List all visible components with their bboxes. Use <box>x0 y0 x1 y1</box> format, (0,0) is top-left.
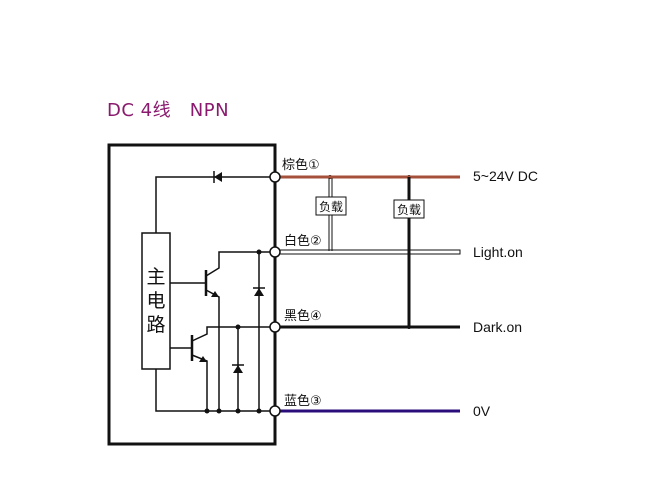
terminal-brown <box>269 171 281 183</box>
load-2-box <box>393 199 425 219</box>
main-circuit-char-1: 主 <box>146 266 165 288</box>
transistor-upper-arrow-icon <box>211 291 219 297</box>
transistor-lower-arrow-icon <box>199 356 207 362</box>
wire-label-white: 白色② <box>284 233 322 249</box>
output-label-0v: 0V <box>473 403 491 419</box>
ground-return-line <box>155 369 275 412</box>
terminal-white <box>269 246 281 258</box>
wire-label-brown: 棕色① <box>282 157 320 173</box>
transistor-lower-icon <box>170 326 275 411</box>
output-label-light-on: Light.on <box>473 244 523 260</box>
terminals <box>269 171 281 417</box>
output-label-dark-on: Dark.on <box>473 319 522 335</box>
terminal-blue <box>269 405 281 417</box>
supply-diode-icon <box>213 171 222 183</box>
wire-label-blue: 蓝色③ <box>284 393 322 409</box>
main-circuit-char-2: 电 <box>146 290 165 312</box>
load-1-box <box>315 196 347 216</box>
sensor-housing <box>107 143 277 446</box>
diode-upper-icon <box>253 287 265 296</box>
output-label-supply: 5~24V DC <box>473 168 538 184</box>
diagram-title: DC 4线 NPN <box>107 100 230 121</box>
wire-label-black: 黑色④ <box>284 308 322 324</box>
junction-dots <box>204 175 411 414</box>
load-2-label: 负载 <box>397 203 421 217</box>
main-circuit-block <box>141 232 171 370</box>
main-circuit-char-3: 路 <box>146 314 165 336</box>
diode-lower-icon <box>232 364 244 373</box>
load-1-label: 负载 <box>319 200 343 214</box>
supply-diode-path <box>155 176 275 233</box>
wire-white <box>274 249 461 255</box>
terminal-black <box>269 321 281 333</box>
